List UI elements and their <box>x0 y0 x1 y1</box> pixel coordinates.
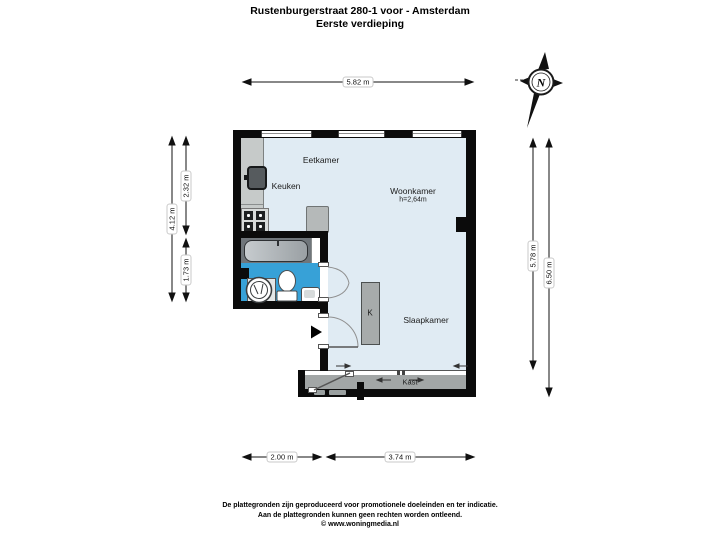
disclaimer-line2: Aan de plattegronden kunnen geen rechten… <box>257 511 463 519</box>
living-area-floor <box>241 138 466 231</box>
entrance-arrow-icon <box>311 325 322 339</box>
bathroom-door-arc-icon <box>327 266 350 299</box>
door-jamb <box>318 313 329 318</box>
window <box>338 131 385 137</box>
ceiling-height-label: h=2,64m <box>399 196 427 204</box>
dimension-label-left-total: 4.12 m <box>166 203 178 235</box>
compass-north-icon: N <box>515 52 563 128</box>
dimension-lines <box>168 78 553 461</box>
dimension-label-left-upper: 2.32 m <box>180 170 192 202</box>
burner-icon <box>256 211 265 220</box>
closet-k <box>361 282 380 345</box>
entrance-door-icon <box>327 316 359 348</box>
washing-machine-icon <box>245 276 273 304</box>
wall-inner-vertical <box>320 231 328 265</box>
kitchen-sink <box>247 166 267 190</box>
entrance-door-opening <box>320 317 328 344</box>
room-label-woonkamer: Woonkamer <box>390 186 436 196</box>
burner-icon <box>256 222 265 231</box>
counter-divider <box>241 204 263 205</box>
room-label-eetkamer: Eetkamer <box>302 155 340 165</box>
wall-bottom <box>298 389 474 397</box>
kast-area <box>305 375 466 389</box>
door-jamb <box>308 387 317 393</box>
disclaimer-line3: © www.woningmedia.nl <box>320 521 399 528</box>
bathtub-faucet-icon <box>277 240 279 246</box>
sliding-arrow-icon <box>336 363 468 383</box>
door-jamb <box>318 297 329 302</box>
toilet-icon <box>276 270 298 302</box>
room-label-keuken: Keuken <box>271 181 301 191</box>
wall-vestibule-stub <box>357 382 364 400</box>
bath-ledge <box>311 238 321 263</box>
stair-mark <box>329 390 346 395</box>
dimension-label-right-total: 6.50 m <box>543 257 555 289</box>
closet-k-label: K <box>367 308 373 318</box>
sliding-door-stop-icon <box>402 370 405 375</box>
plan-title: Rustenburgerstraat 280-1 voor - Amsterda… <box>0 5 720 31</box>
plan-title-line2: Eerste verdieping <box>315 18 405 30</box>
wall-vestibule-left <box>298 370 305 397</box>
chimney-notch <box>456 217 466 232</box>
dimension-label-top: 5.82 m <box>342 76 374 88</box>
kast-label: Kast <box>402 377 418 387</box>
dimension-label-bottom-left: 2.00 m <box>266 451 298 463</box>
wall-inner-vertical <box>320 300 328 316</box>
dimension-label-right-inner: 5.78 m <box>527 240 539 272</box>
wall-inner-vertical <box>320 347 328 371</box>
room-label-slaapkamer: Slaapkamer <box>403 315 449 325</box>
wall-bathroom-top <box>233 231 328 238</box>
window <box>412 131 462 137</box>
bathroom-door-opening <box>320 266 328 298</box>
wall-left <box>233 130 241 309</box>
vestibule-door-icon <box>313 372 351 391</box>
sink-faucet-icon <box>244 175 248 180</box>
dimension-label-left-lower: 1.73 m <box>180 254 192 286</box>
sliding-door-stop-icon <box>397 370 400 375</box>
wall-right <box>466 130 476 397</box>
compass-north-label: N <box>536 76 547 90</box>
door-jamb <box>318 262 329 267</box>
wall-stub <box>241 268 249 279</box>
bathtub <box>244 240 308 262</box>
hand-basin-bowl <box>304 290 315 298</box>
wall-bathroom-bottom <box>233 301 328 309</box>
plan-title-line1: Rustenburgerstraat 280-1 voor - Amsterda… <box>250 5 470 17</box>
window <box>261 131 312 137</box>
disclaimer-line1: De plattegronden zijn geproduceerd voor … <box>222 502 498 509</box>
burner-icon <box>244 222 253 231</box>
stair-mark <box>314 390 325 395</box>
burner-icon <box>244 211 253 220</box>
disclaimer: De plattegronden zijn geproduceerd voor … <box>0 501 720 530</box>
dimension-label-bottom-right: 3.74 m <box>384 451 416 463</box>
